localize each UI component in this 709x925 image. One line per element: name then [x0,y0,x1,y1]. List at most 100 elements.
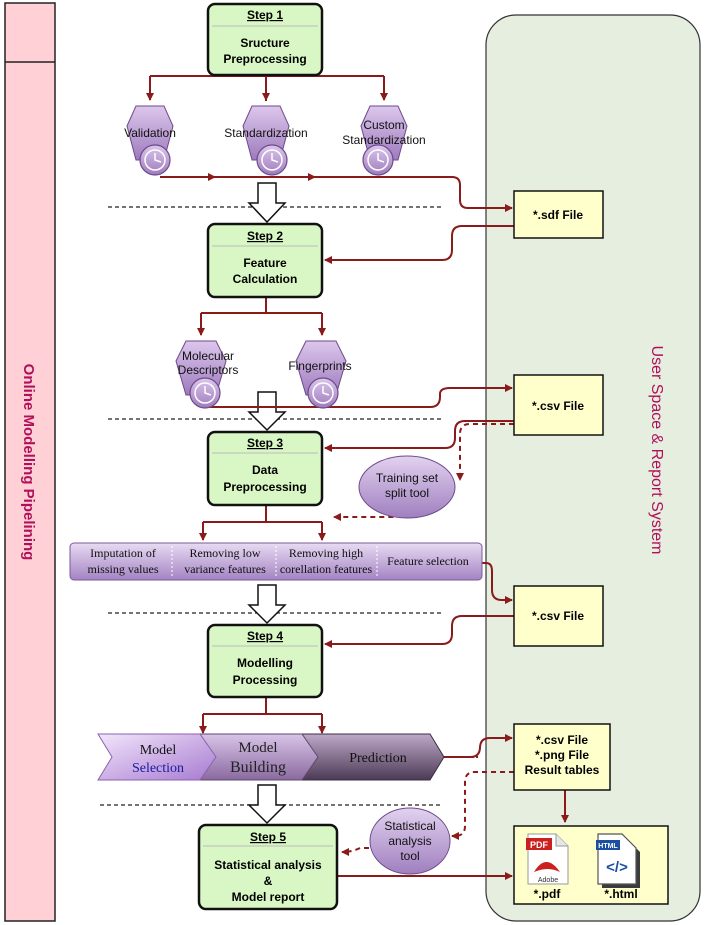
step-2-box: Step 2 Feature Calculation [206,222,324,299]
file-csv-2-label: *.csv File [532,609,584,623]
step-3-box: Step 3 Data Preprocessing [206,430,324,507]
file-csv-1: *.csv File [513,374,604,436]
tool-validation: Validation [124,105,176,176]
arrow-sdf-to-step2 [324,225,514,264]
arrow-step4-out [203,698,322,715]
arrow-to-csv2 [482,562,513,604]
clock-icon [144,149,166,171]
file-results-label-2: *.png File [535,748,589,762]
prediction-label: Prediction [349,751,407,766]
low-variance-label-2: variance features [184,562,266,576]
user-space-title: User Space & Report System [648,346,665,555]
tool-fingerprints: Fingerprints [288,340,352,409]
model-selection-label-1: Model [140,743,177,758]
standardization-label: Standardization [224,126,307,140]
validation-label: Validation [124,126,176,140]
custom-label-1: Custom [363,118,404,132]
pdf-file-icon: PDF Adobe [526,833,569,885]
tool-custom-standardization: Custom Standardization [342,105,426,176]
step-2-line-1: Feature [243,256,287,270]
step-2-line-2: Calculation [233,272,298,286]
modelling-bar: Model Selection Model Building Predictio… [97,733,445,781]
fingerprints-label: Fingerprints [288,359,351,373]
high-correlation-label-1: Removing high [289,546,363,560]
file-results: *.csv File *.png File Result tables [513,723,611,791]
user-space-panel: User Space & Report System [485,14,701,922]
step-4-line-2: Processing [233,673,298,687]
left-sidebar: Online Modelling Pipelining [4,2,56,922]
tool-standardization: Standardization [224,105,308,176]
step-1-line-2: Preprocessing [223,52,306,66]
arrow-step2-out [201,298,322,314]
step-5-line-1: Statistical analysis [214,858,322,872]
html-label: *.html [604,887,637,901]
file-results-label-1: *.csv File [536,733,588,747]
file-results-label-3: Result tables [525,763,600,777]
step-1-box: Step 1 Sructure Preprocessing [206,2,324,77]
step-1-title: Step 1 [247,8,283,22]
statistical-label-3: tool [400,849,419,863]
step-3-line-1: Data [252,463,278,477]
model-building-label-1: Model [238,740,277,756]
html-file-icon: HTML </> [596,833,640,888]
svg-text:PDF: PDF [530,840,549,850]
clock-icon [312,382,334,404]
custom-label-2: Standardization [342,133,425,147]
dashed-results-to-statistical [451,771,514,840]
low-variance-label-1: Removing low [190,546,261,560]
arrow-to-sdf [315,176,513,212]
training-label-2: split tool [385,486,429,500]
step-5-line-2: & [264,874,273,888]
tool-molecular-descriptors: Molecular Descriptors [175,340,239,409]
chevron-model-selection [97,733,217,781]
molecular-label-2: Descriptors [178,363,239,377]
svg-text:</>: </> [606,859,628,876]
clock-icon [261,149,283,171]
step-2-title: Step 2 [247,229,283,243]
arrow-step3-out [203,506,322,523]
step-4-line-1: Modelling [237,656,293,670]
statistical-label-2: analysis [388,834,431,848]
pdf-label: *.pdf [534,887,562,901]
statistical-analysis-tool: Statistical analysis tool [369,807,451,875]
high-correlation-label-2: corellation features [280,562,373,576]
transition-arrow-2 [247,391,287,432]
reports-box: PDF Adobe *.pdf HTML </> *.html [513,825,669,905]
step-3-line-2: Preprocessing [223,480,306,494]
molecular-label-1: Molecular [182,349,234,363]
transition-arrow-3 [247,584,287,625]
step-5-title: Step 5 [250,830,286,844]
arrow-csv2-to-step4 [324,615,514,648]
dashed-statistical-to-step5 [341,847,378,856]
model-selection-label-2: Selection [132,761,184,776]
svg-text:Adobe: Adobe [538,877,558,884]
step-5-box: Step 5 Statistical analysis & Model repo… [197,823,339,911]
step-1-line-1: Sructure [240,36,290,50]
imputation-label-1: Imputation of [90,546,156,560]
step-4-box: Step 4 Modelling Processing [206,623,324,699]
step-5-line-3: Model report [232,890,305,904]
arrow-to-results [445,734,513,758]
training-split-tool: Training set split tool [358,455,456,519]
clock-icon [194,382,216,404]
step-4-title: Step 4 [247,629,283,643]
imputation-label-2: missing values [88,562,159,576]
transition-arrow-1 [247,182,287,224]
svg-text:HTML: HTML [598,843,618,850]
model-building-label-2: Building [230,759,286,776]
file-csv-1-label: *.csv File [532,399,584,413]
arrow-to-csv1 [205,384,513,408]
step-3-title: Step 3 [247,436,283,450]
left-sidebar-title: Online Modelling Pipelining [20,364,37,561]
statistical-label-1: Statistical [384,819,435,833]
transition-arrow-4 [247,784,287,825]
clock-icon [367,149,389,171]
feature-selection-label: Feature selection [387,554,469,568]
training-label-1: Training set [376,471,439,485]
file-sdf-label: *.sdf File [533,208,583,222]
file-sdf: *.sdf File [513,190,604,239]
arrow-csv1-to-step3 [324,420,514,452]
file-csv-2: *.csv File [513,585,604,647]
preprocessing-bar: Imputation of missing values Removing lo… [69,542,483,581]
